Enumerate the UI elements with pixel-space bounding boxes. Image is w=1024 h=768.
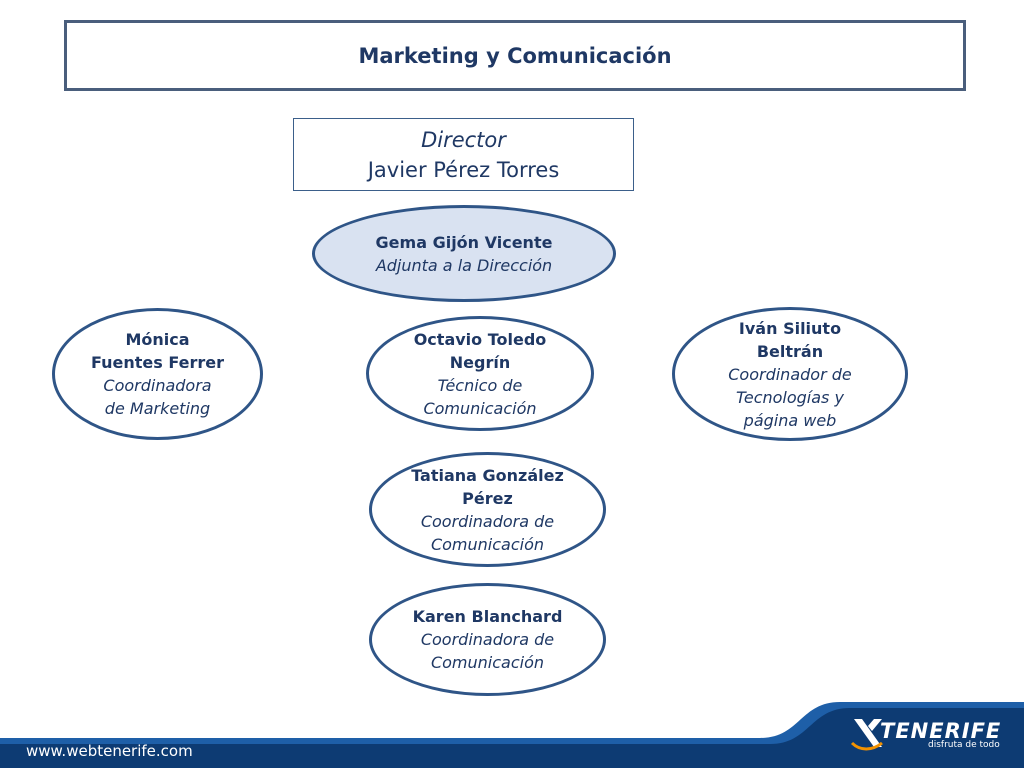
director-name: Javier Pérez Torres: [367, 157, 560, 182]
node-gema-name: Gema Gijón Vicente: [375, 232, 553, 252]
node-tatiana-role-1: Coordinadora de: [420, 511, 555, 531]
node-ivan-name-1: Iván Siliuto: [738, 318, 842, 338]
node-karen-name: Karen Blanchard: [412, 607, 563, 626]
node-monica: Mónica Fuentes Ferrer Coordinadora de Ma…: [52, 308, 263, 440]
node-karen-role-1: Coordinadora de: [420, 630, 555, 649]
node-monica-role-1: Coordinadora: [103, 376, 212, 395]
footer-dark-band: [0, 708, 1024, 768]
node-monica-name-2: Fuentes Ferrer: [90, 353, 224, 372]
node-gema-role: Adjunta a la Dirección: [375, 255, 553, 275]
tenerife-logo-text: TENERIFE: [880, 719, 1002, 743]
node-octavio: Octavio Toledo Negrín Técnico de Comunic…: [366, 316, 594, 431]
node-ivan-name-2: Beltrán: [756, 341, 824, 361]
node-karen: Karen Blanchard Coordinadora de Comunica…: [369, 583, 606, 696]
node-ivan: Iván Siliuto Beltrán Coordinador de Tecn…: [672, 307, 908, 441]
node-ivan-role-2: Tecnologías y: [736, 387, 844, 407]
node-octavio-role-1: Técnico de: [437, 375, 523, 395]
node-octavio-name-2: Negrín: [449, 352, 511, 372]
node-tatiana-name-2: Pérez: [462, 488, 513, 508]
footer-url[interactable]: www.webtenerife.com: [26, 742, 193, 760]
node-monica-name-1: Mónica: [125, 330, 190, 349]
footer-band: [0, 702, 1024, 768]
node-karen-role-2: Comunicación: [430, 653, 545, 672]
node-tatiana-name-1: Tatiana González: [411, 465, 564, 485]
node-octavio-role-2: Comunicación: [423, 398, 537, 418]
node-tatiana: Tatiana González Pérez Coordinadora de C…: [369, 452, 606, 567]
node-gema: Gema Gijón Vicente Adjunta a la Direcció…: [312, 205, 616, 302]
director-box: Director Javier Pérez Torres: [293, 118, 634, 191]
node-ivan-role-3: página web: [743, 410, 837, 430]
tenerife-logo-tagline: disfruta de todo: [928, 740, 1000, 750]
node-octavio-name-1: Octavio Toledo: [413, 329, 547, 349]
director-role: Director: [421, 127, 506, 152]
page-title: Marketing y Comunicación: [358, 43, 672, 68]
tenerife-logo-x-icon: [850, 719, 883, 751]
node-tatiana-role-2: Comunicación: [430, 534, 545, 554]
node-ivan-role-1: Coordinador de: [728, 364, 852, 384]
title-box: Marketing y Comunicación: [64, 20, 966, 91]
node-monica-role-2: de Marketing: [104, 399, 211, 418]
